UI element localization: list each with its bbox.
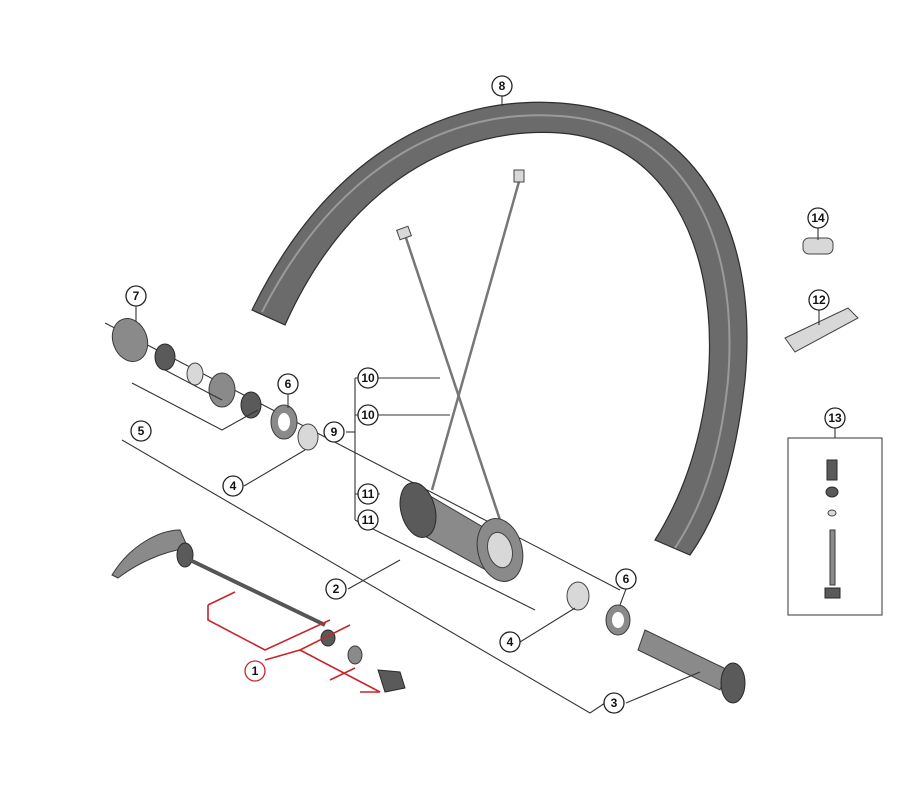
callout-4-right[interactable]: 4 (499, 631, 521, 653)
part-3-axle[interactable] (637, 629, 746, 704)
part-12-spoke-wrench[interactable] (784, 307, 859, 353)
part-9-nut[interactable] (297, 423, 319, 451)
svg-text:2: 2 (333, 582, 340, 596)
callout-6[interactable]: 6 (277, 373, 299, 395)
part-bearing[interactable] (208, 372, 236, 408)
callout-4[interactable]: 4 (222, 475, 244, 497)
callout-2[interactable]: 2 (325, 578, 347, 600)
svg-text:13: 13 (828, 411, 842, 425)
part-7-locknut[interactable] (107, 314, 154, 367)
svg-text:12: 12 (812, 293, 826, 307)
callout-11-b[interactable]: 11 (357, 509, 379, 531)
svg-text:11: 11 (362, 513, 375, 527)
svg-text:3: 3 (611, 696, 618, 710)
callout-5[interactable]: 5 (130, 420, 152, 442)
callout-10-a[interactable]: 10 (357, 367, 379, 389)
callout-1[interactable]: 1 (244, 660, 266, 682)
svg-text:4: 4 (507, 635, 514, 649)
callout-6-right[interactable]: 6 (615, 568, 637, 590)
svg-text:5: 5 (138, 424, 145, 438)
svg-text:14: 14 (811, 211, 825, 225)
spokes (396, 169, 525, 521)
svg-text:8: 8 (499, 79, 506, 93)
part-washer[interactable] (186, 362, 204, 386)
svg-text:6: 6 (285, 377, 292, 391)
svg-text:4: 4 (230, 479, 237, 493)
leader-lines (121, 96, 836, 714)
part-4-nut[interactable] (566, 581, 590, 611)
svg-text:10: 10 (361, 408, 375, 422)
part-14-nipple-washer[interactable] (802, 237, 834, 255)
svg-text:7: 7 (133, 289, 140, 303)
callout-10-b[interactable]: 10 (357, 404, 379, 426)
callout-12[interactable]: 12 (808, 289, 830, 311)
hub-body[interactable] (394, 479, 529, 587)
svg-text:11: 11 (362, 487, 375, 501)
callout-3[interactable]: 3 (603, 692, 625, 714)
svg-text:9: 9 (331, 425, 338, 439)
callout-9[interactable]: 9 (323, 421, 345, 443)
callout-11-a[interactable]: 11 (357, 483, 379, 505)
svg-text:1: 1 (252, 664, 259, 678)
callout-7[interactable]: 7 (125, 285, 147, 307)
callout-14[interactable]: 14 (807, 207, 829, 229)
svg-text:10: 10 (361, 371, 375, 385)
rim[interactable] (251, 101, 748, 556)
callout-13[interactable]: 13 (824, 407, 846, 429)
part-cone[interactable] (154, 343, 176, 371)
svg-text:6: 6 (623, 572, 630, 586)
callout-8[interactable]: 8 (491, 75, 513, 97)
part-13-valve[interactable] (824, 459, 841, 599)
quick-release-skewer[interactable] (111, 529, 406, 693)
